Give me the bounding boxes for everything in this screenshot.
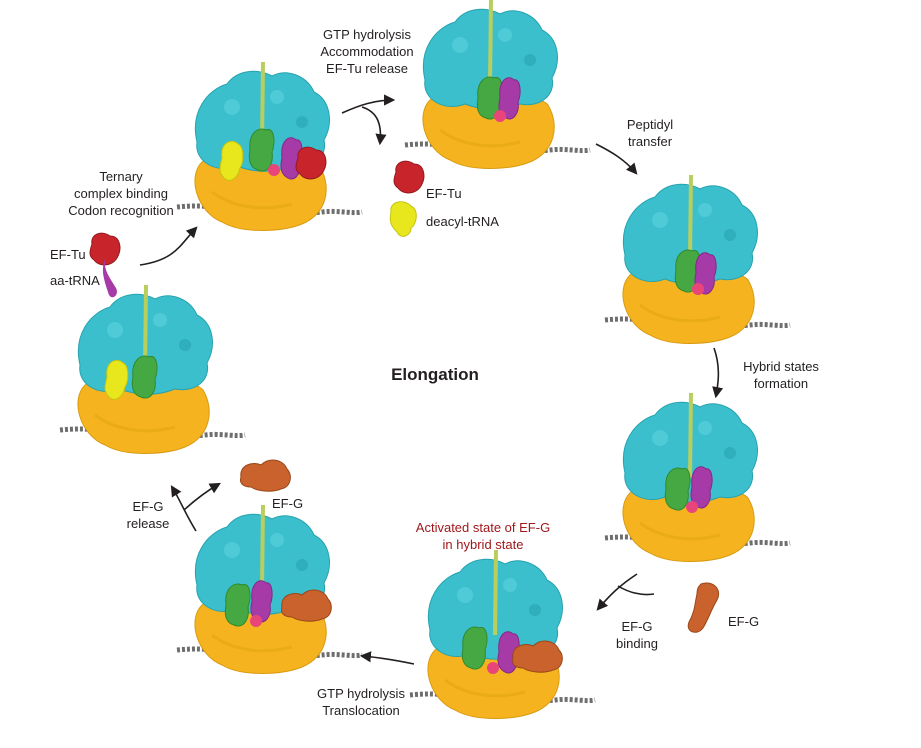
ribosome-peptidyl-transfer [605,175,790,344]
label-efg-release-line2: release [126,516,170,531]
label-efg-free: EF-G [728,614,760,629]
arrow-accommodation-forward [341,94,396,114]
arrow-peptidyl-transfer [595,143,638,175]
label-hybrid-line1: Hybrid states [743,359,819,374]
label-gtp-accom-line3: EF-Tu release [326,61,408,76]
label-gtp-accommodation: GTP hydrolysis Accommodation EF-Tu relea… [302,26,432,77]
ef-g-free-icon [687,582,719,633]
arrow-to-ternary-binding [139,226,198,266]
ribosome-translocation [177,505,362,674]
label-gtp-accom-line1: GTP hydrolysis [323,27,411,42]
arrow-efg-binding-tail [617,585,655,596]
label-efg-binding: EF-G binding [600,618,674,652]
ribosome-ternary-complex [177,62,362,231]
label-activated-line2: in hybrid state [442,537,524,552]
label-gtp-translocation: GTP hydrolysis Translocation [296,685,426,719]
arrow-hybrid-formation [712,347,724,399]
label-ternary-line1: Ternary [99,169,143,184]
label-hybrid-formation: Hybrid states formation [726,358,836,392]
label-ef-tu-left: EF-Tu [50,247,86,262]
label-peptidyl-transfer: Peptidyl transfer [600,116,700,150]
label-peptidyl-line1: Peptidyl [626,117,674,132]
deacyl-trna-icon [389,201,417,237]
label-ef-tu-right: EF-Tu [426,186,462,201]
label-ternary-complex: Ternary complex binding Codon recognitio… [56,168,186,219]
ef-tu-trna-ternary-icon [89,232,121,298]
label-gtp-transloc-line1: GTP hydrolysis [317,686,405,701]
ribosome-post-translocation [60,285,245,454]
label-aa-trna: aa-tRNA [50,273,100,288]
label-ternary-line3: Codon recognition [68,203,174,218]
label-gtp-accom-line2: Accommodation [320,44,414,59]
diagram-title: Elongation [391,365,479,384]
ribosome-hybrid-state [605,393,790,562]
label-efg-released: EF-G [272,496,304,511]
label-ternary-line2: complex binding [74,186,168,201]
label-activated-state: Activated state of EF-G in hybrid state [398,519,568,553]
arrow-accommodation-release [361,106,387,146]
label-deacyl-trna: deacyl-tRNA [426,214,499,229]
ribosome-accommodation [405,0,590,169]
label-hybrid-line2: formation [753,376,809,391]
label-efg-binding-line1: EF-G [621,619,653,634]
label-gtp-transloc-line2: Translocation [322,703,400,718]
label-efg-release: EF-G release [118,498,178,532]
arrow-efg-release-left [170,485,197,532]
arrow-efg-binding [596,573,638,611]
ef-tu-released-icon [393,160,425,194]
label-efg-binding-line2: binding [616,636,658,651]
arrow-translocation [359,651,415,665]
label-peptidyl-line2: transfer [627,134,673,149]
label-activated-line1: Activated state of EF-G [415,520,551,535]
ribosome-activated-efg [410,550,595,719]
ef-g-released-icon [239,459,291,492]
arrow-efg-release-right [183,482,221,511]
label-efg-release-line1: EF-G [132,499,164,514]
